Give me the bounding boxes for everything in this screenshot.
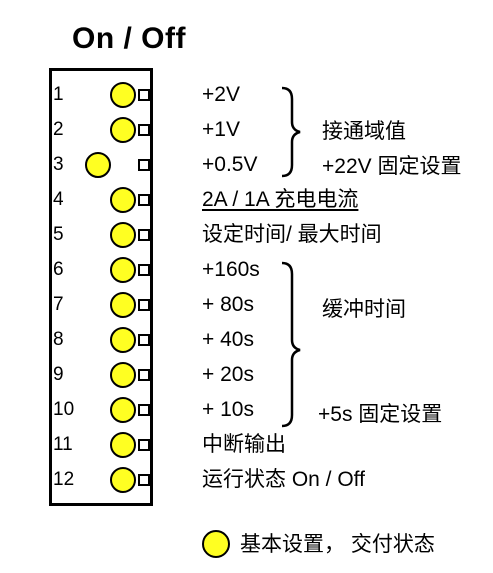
voltage-group-label: 接通域值 (322, 120, 406, 143)
switch-knob-icon[interactable] (110, 362, 136, 388)
switch-label: +160s (202, 258, 260, 281)
switch-contact-icon (138, 439, 150, 451)
switch-contact-icon (138, 264, 150, 276)
time-group-fixed: +5s 固定设置 (318, 403, 443, 426)
switch-label: 2A / 1A 充电电流 (202, 188, 359, 211)
switch-number: 5 (53, 224, 64, 245)
switch-label: + 40s (202, 328, 254, 351)
switch-contact-icon (138, 369, 150, 381)
switch-contact-icon (138, 194, 150, 206)
switch-knob-icon[interactable] (110, 327, 136, 353)
switch-contact-icon (138, 159, 150, 171)
switch-contact-icon (138, 89, 150, 101)
switch-label: + 20s (202, 363, 254, 386)
time-group-label: 缓冲时间 (322, 298, 406, 321)
switch-label: 中断输出 (202, 433, 286, 456)
switch-knob-icon[interactable] (110, 222, 136, 248)
switch-label: 运行状态 On / Off (202, 468, 365, 491)
legend-text: 基本设置， 交付状态 (240, 533, 435, 556)
switch-label: +0.5V (202, 153, 258, 176)
switch-knob-icon[interactable] (110, 82, 136, 108)
switch-number: 9 (53, 364, 64, 385)
switch-number: 7 (53, 294, 64, 315)
switch-label: 设定时间/ 最大时间 (202, 223, 382, 246)
voltage-group-fixed: +22V 固定设置 (322, 155, 462, 178)
switch-number: 6 (53, 259, 64, 280)
switch-number: 1 (53, 84, 64, 105)
switch-knob-icon[interactable] (110, 397, 136, 423)
switch-knob-icon[interactable] (110, 117, 136, 143)
switch-knob-icon[interactable] (85, 152, 111, 178)
switch-number: 3 (53, 154, 64, 175)
switch-label: +1V (202, 118, 240, 141)
switch-label: + 80s (202, 293, 254, 316)
switch-number: 8 (53, 329, 64, 350)
switch-knob-icon[interactable] (110, 292, 136, 318)
legend-knob-icon (202, 530, 230, 558)
switch-label: +2V (202, 83, 240, 106)
switch-knob-icon[interactable] (110, 257, 136, 283)
switch-number: 12 (53, 469, 75, 490)
switch-contact-icon (138, 474, 150, 486)
switch-number: 4 (53, 189, 64, 210)
switch-number: 11 (53, 434, 73, 455)
switch-knob-icon[interactable] (110, 432, 136, 458)
switch-label: + 10s (202, 398, 254, 421)
switch-contact-icon (138, 404, 150, 416)
switch-knob-icon[interactable] (110, 467, 136, 493)
switch-contact-icon (138, 124, 150, 136)
time-group-bracket (281, 261, 301, 428)
voltage-group-bracket (281, 86, 301, 178)
switch-contact-icon (138, 229, 150, 241)
switch-contact-icon (138, 299, 150, 311)
switch-number: 2 (53, 119, 64, 140)
switch-knob-icon[interactable] (110, 187, 136, 213)
switch-contact-icon (138, 334, 150, 346)
page-title: On / Off (72, 22, 186, 55)
switch-number: 10 (53, 399, 75, 420)
dip-switch-block (49, 68, 153, 506)
